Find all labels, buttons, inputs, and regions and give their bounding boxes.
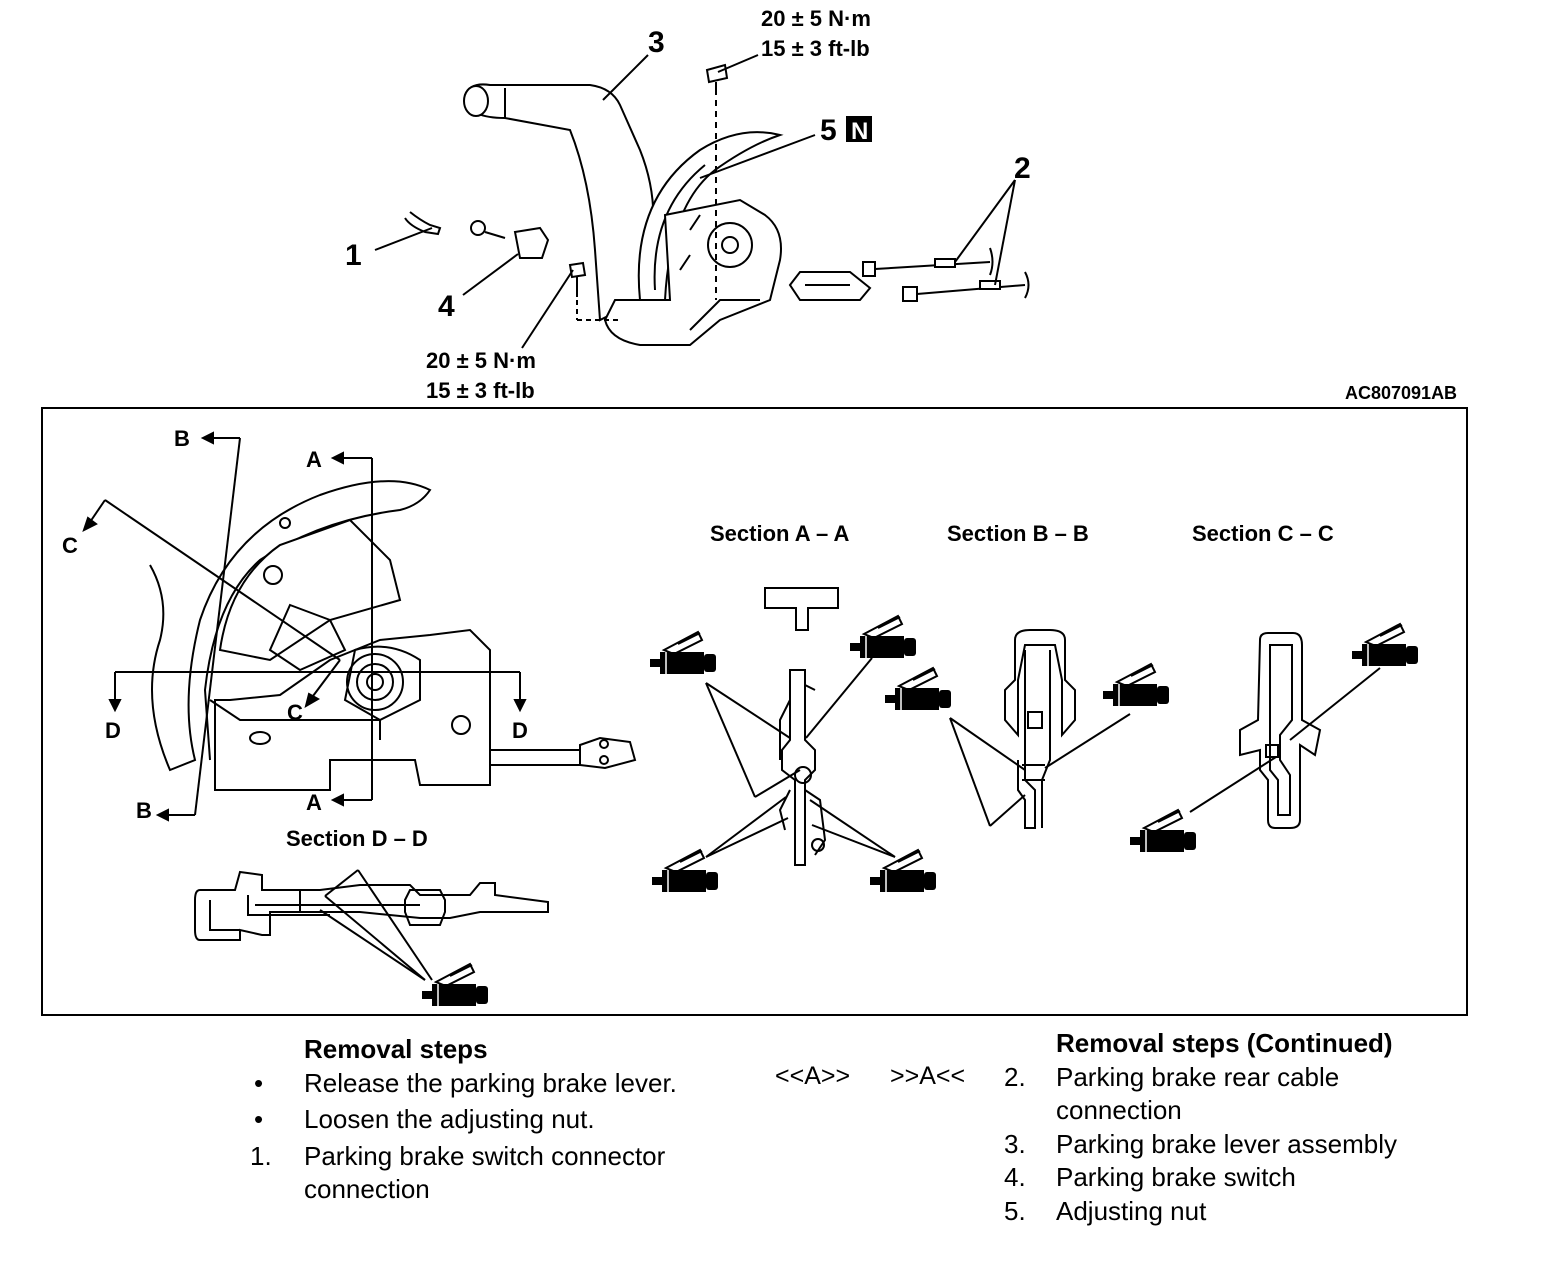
label-b-top: B [174, 426, 190, 451]
torque-top-imperial: 15 ± 3 ft-lb [761, 36, 870, 61]
removal-step-marker: 1. [250, 1141, 272, 1171]
callout-3: 3 [648, 26, 665, 59]
n-mark: N [851, 118, 868, 145]
callout-leaders [374, 54, 1016, 349]
removal-step-text: Parking brake lever assembly [1056, 1129, 1398, 1159]
service-mark-a-right: >>A<< [890, 1062, 966, 1090]
grease-icon-bb-2 [1102, 663, 1170, 707]
removal-step-marker: 5. [1004, 1196, 1026, 1226]
removal-step-text: Release the parking brake lever. [304, 1068, 677, 1098]
figure-id: AC807091AB [1345, 383, 1457, 403]
section-cc-leaders [1189, 667, 1381, 813]
callout-2: 2 [1014, 152, 1031, 185]
section-cc-drawing [1239, 632, 1322, 829]
grease-icon-cc-2 [1129, 809, 1197, 853]
removal-step-text: Parking brake rear cable [1056, 1062, 1340, 1092]
torque-bottom-imperial: 15 ± 3 ft-lb [426, 378, 535, 403]
removal-step-text-cont: connection [1056, 1095, 1182, 1125]
section-bb-title: Section B – B [947, 521, 1089, 546]
removal-steps-continued-heading: Removal steps (Continued) [1056, 1028, 1393, 1058]
label-d-left: D [105, 718, 121, 743]
label-a-bottom: A [306, 790, 322, 815]
removal-step-marker: • [254, 1068, 264, 1098]
section-aa-drawing [764, 587, 839, 866]
grease-icon-aa-1 [649, 631, 717, 675]
torque-bottom-metric: 20 ± 5 N·m [426, 348, 536, 373]
removal-step-text: Adjusting nut [1056, 1196, 1207, 1226]
detail-lever-drawing [149, 480, 637, 791]
grease-icon-dd [421, 963, 489, 1007]
section-bb-drawing [1004, 629, 1076, 829]
removal-step-text: Parking brake switch connector [304, 1141, 666, 1171]
callout-1: 1 [345, 239, 362, 272]
section-dd-title: Section D – D [286, 826, 428, 851]
removal-step-marker: 4. [1004, 1162, 1026, 1192]
section-aa-leaders [705, 657, 896, 858]
section-dd-leaders [319, 869, 433, 981]
removal-steps-heading: Removal steps [304, 1034, 488, 1064]
grease-icon-aa-2 [849, 615, 917, 659]
removal-step-text: Parking brake switch [1056, 1162, 1296, 1192]
torque-top-metric: 20 ± 5 N·m [761, 6, 871, 31]
grease-icon-cc-1 [1351, 623, 1419, 667]
callout-5: 5 [820, 114, 837, 147]
section-aa-title: Section A – A [710, 521, 849, 546]
service-mark-a-left: <<A>> [775, 1062, 851, 1090]
removal-step-marker: 2. [1004, 1062, 1026, 1092]
label-b-bottom: B [136, 798, 152, 823]
lever-assembly-drawing [404, 63, 1030, 346]
grease-icon-bb-1 [884, 667, 952, 711]
removal-step-text-cont: connection [304, 1174, 430, 1204]
section-cc-title: Section C – C [1192, 521, 1334, 546]
removal-step-text: Loosen the adjusting nut. [304, 1104, 595, 1134]
new-part-marker [846, 116, 872, 142]
section-bb-leaders [949, 713, 1131, 827]
section-lines [82, 431, 527, 822]
grease-icon-aa-4 [869, 849, 937, 893]
detail-frame [41, 407, 1468, 1016]
callout-4: 4 [438, 290, 455, 323]
label-c-left: C [62, 533, 78, 558]
section-dd-drawing [194, 870, 549, 941]
label-a-top: A [306, 447, 322, 472]
removal-step-marker: 3. [1004, 1129, 1026, 1159]
removal-step-marker: • [254, 1104, 264, 1134]
label-c-center: C [287, 700, 303, 725]
label-d-right: D [512, 718, 528, 743]
